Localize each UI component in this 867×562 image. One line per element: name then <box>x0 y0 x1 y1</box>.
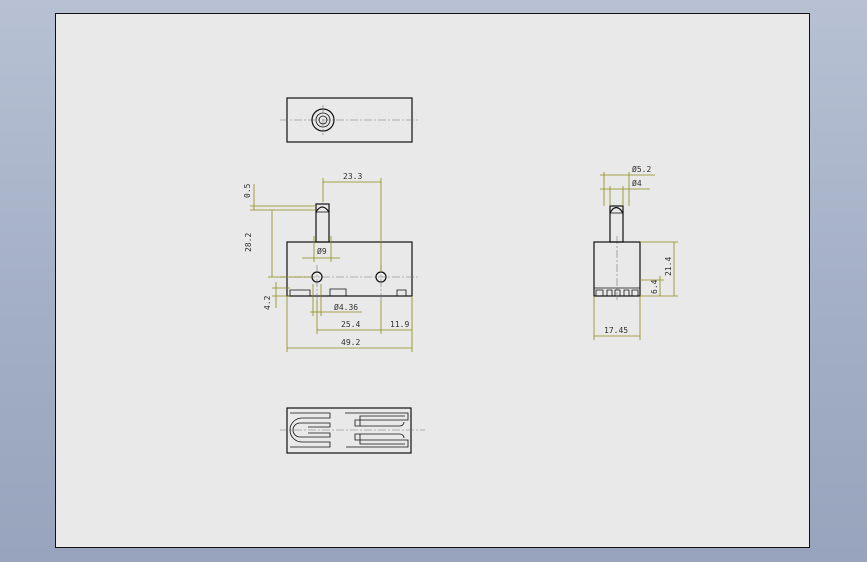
bottom-view <box>280 407 425 454</box>
top-view <box>280 97 420 143</box>
dim-25-4: 25.4 <box>341 320 360 329</box>
dim-49-2: 49.2 <box>341 338 360 347</box>
side-dimensions: Ø5.2 Ø4 21.4 6.4 17.45 <box>593 164 678 340</box>
dim-28-2: 28.2 <box>244 233 253 252</box>
front-dimensions: 23.3 0.5 28.2 Ø9 4.2 Ø4.36 25.4 11. <box>243 172 413 352</box>
dim-6-4: 6.4 <box>650 279 659 294</box>
dim-phi-4-36: Ø4.36 <box>334 302 358 312</box>
side-view <box>593 205 641 300</box>
dim-21-4: 21.4 <box>664 257 673 276</box>
dim-11-9: 11.9 <box>390 320 409 329</box>
dim-phi-5-2: Ø5.2 <box>632 164 651 174</box>
dim-phi-9: Ø9 <box>317 246 327 256</box>
front-view <box>280 203 420 300</box>
dim-17-45: 17.45 <box>604 326 628 335</box>
dim-23-3: 23.3 <box>343 172 362 181</box>
dim-phi-4: Ø4 <box>632 178 642 188</box>
dim-4-2: 4.2 <box>263 295 272 310</box>
dim-0-5: 0.5 <box>243 183 252 198</box>
drawing-sheet <box>55 13 810 548</box>
